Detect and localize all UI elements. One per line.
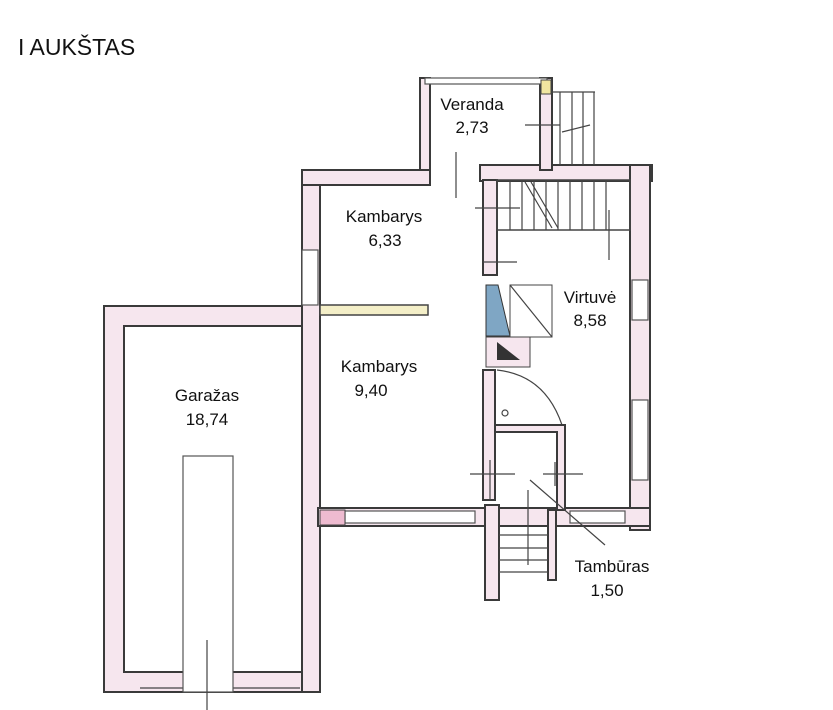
interior-stairs	[475, 179, 631, 263]
room-area-kambarys-2: 9,40	[354, 381, 387, 400]
house-walls	[301, 164, 653, 693]
garage	[103, 305, 321, 710]
room-name-virtuve: Virtuvė	[564, 288, 617, 307]
room-name-tamburas: Tambūras	[575, 557, 650, 576]
entrance	[470, 369, 606, 601]
room-area-tamburas: 1,50	[590, 581, 623, 600]
room-name-kambarys-1: Kambarys	[346, 207, 423, 226]
car-outline	[182, 455, 234, 693]
room-area-virtuve: 8,58	[573, 311, 606, 330]
room-name-kambarys-2: Kambarys	[341, 357, 418, 376]
room-area-kambarys-1: 6,33	[368, 231, 401, 250]
floor-title: I AUKŠTAS	[18, 34, 136, 60]
room-name-veranda: Veranda	[440, 95, 504, 114]
room-name-garazas: Garažas	[175, 386, 239, 405]
kitchen-appliances	[485, 284, 553, 368]
partition-wall	[319, 304, 429, 316]
veranda	[419, 77, 595, 198]
room-area-veranda: 2,73	[455, 118, 488, 137]
room-area-garazas: 18,74	[186, 410, 229, 429]
